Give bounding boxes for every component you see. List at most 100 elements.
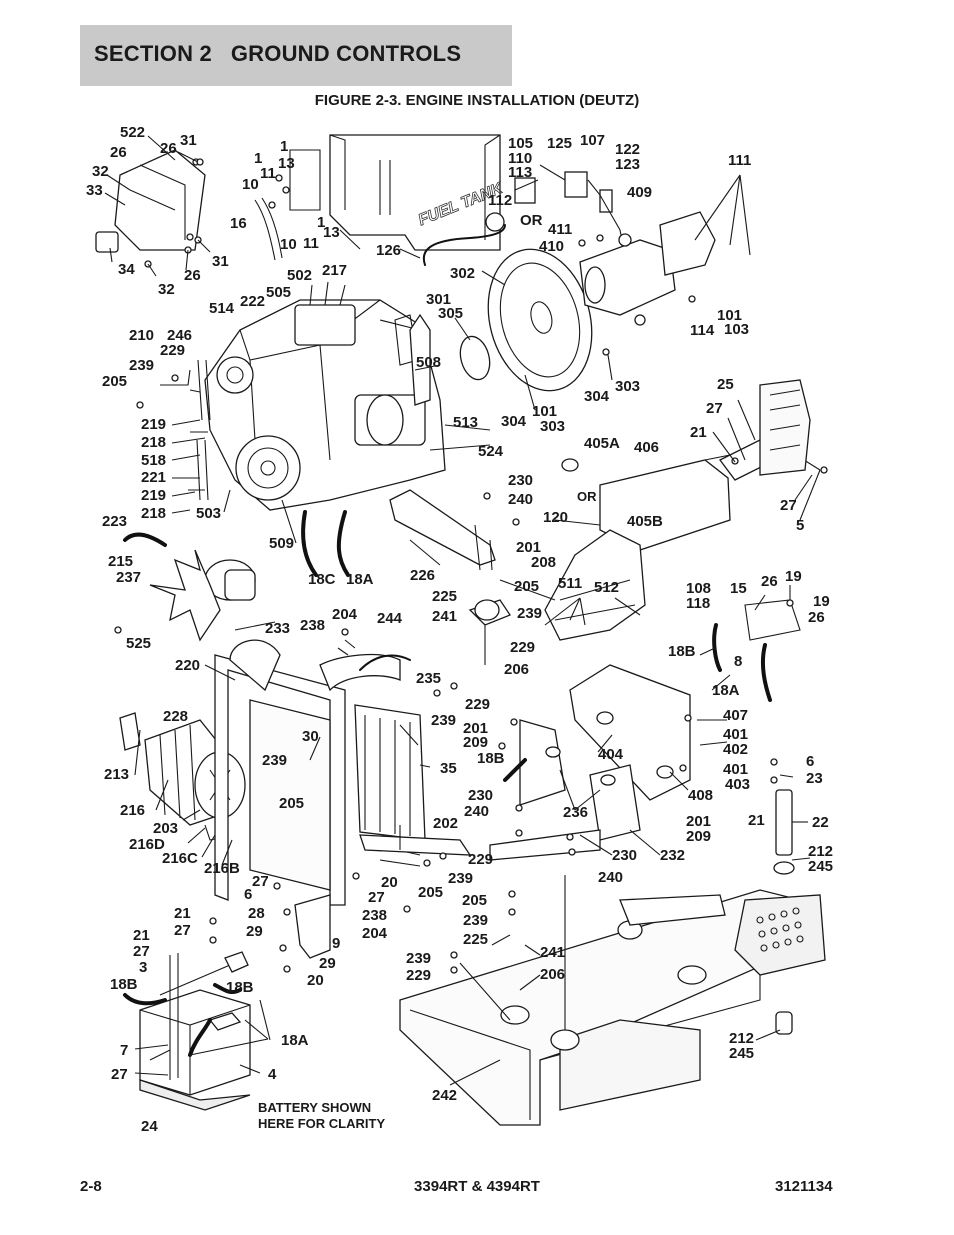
step-holes [756, 907, 804, 952]
callout: 26 [160, 140, 177, 157]
callout: 240 [508, 491, 533, 508]
callout: 35 [440, 760, 457, 777]
callout: 405B [627, 513, 663, 530]
figure-title: FIGURE 2-3. ENGINE INSTALLATION (DEUTZ) [314, 92, 640, 109]
callout: 304 [584, 388, 610, 405]
callout: 123 [615, 156, 640, 173]
callout: 518 [141, 452, 166, 469]
callout: 215 [108, 553, 133, 570]
callout: 209 [686, 828, 711, 845]
note-or-1: OR [520, 212, 543, 229]
callout: 34 [118, 261, 135, 278]
callout: 240 [464, 803, 489, 820]
callout: 229 [468, 851, 493, 868]
callout: 219 [141, 416, 166, 433]
callout: 236 [563, 804, 588, 821]
callout: 18B [668, 643, 696, 660]
callout: 23 [806, 770, 823, 787]
hydraulic-pump-drawing [579, 211, 716, 326]
callout: 3 [139, 959, 147, 976]
callout: 301 [426, 291, 451, 308]
callout: 103 [724, 321, 749, 338]
callout: 235 [416, 670, 441, 687]
callout: 403 [725, 776, 750, 793]
callout: 1 [254, 150, 262, 167]
callout: 402 [723, 741, 748, 758]
callout: 26 [184, 267, 201, 284]
callout: 27 [368, 889, 385, 906]
callout: 18B [226, 979, 254, 996]
callout: 238 [362, 907, 387, 924]
callout: 7 [120, 1042, 128, 1059]
cables [123, 510, 772, 1057]
callout: 238 [300, 617, 325, 634]
callout: 241 [432, 608, 457, 625]
control-board-drawing [95, 149, 206, 268]
callout: 503 [196, 505, 221, 522]
callout: 302 [450, 265, 475, 282]
callout: 113 [508, 164, 532, 181]
callout: 27 [780, 497, 797, 514]
model-text: 3394RT & 4394RT [414, 1178, 540, 1195]
line-art: FUEL TANK [95, 134, 828, 1126]
callout: 228 [163, 708, 188, 725]
callout: 522 [120, 124, 145, 141]
section-header-band [80, 25, 512, 86]
callout: 18B [110, 976, 138, 993]
callout: 11 [303, 235, 319, 252]
callout: 241 [540, 944, 565, 961]
callout: 122 [615, 141, 640, 158]
callout: 26 [761, 573, 778, 590]
callout: 21 [174, 905, 191, 922]
callout: 218 [141, 434, 166, 451]
callout: 305 [438, 305, 463, 322]
callout: 509 [269, 535, 294, 552]
callout: 18C [308, 571, 336, 588]
callout: 239 [517, 605, 542, 622]
callout: 401 [723, 726, 748, 743]
callout: 505 [266, 284, 291, 301]
fan-drawing [149, 549, 276, 642]
callout: 405A [584, 435, 620, 452]
callout: 4 [268, 1066, 277, 1083]
callout: 242 [432, 1087, 457, 1104]
callout: 20 [307, 972, 324, 989]
callout: 508 [416, 354, 441, 371]
callout: 303 [615, 378, 640, 395]
callout: 13 [278, 155, 295, 172]
leader-lines [104, 135, 821, 1086]
callout: 10 [242, 176, 259, 193]
callout: 21 [690, 424, 707, 441]
callout: 101 [717, 307, 742, 324]
callout: 101 [532, 403, 557, 420]
callout: 205 [418, 884, 443, 901]
callout: 220 [175, 657, 200, 674]
callout: 216B [204, 860, 240, 877]
callout: 205 [462, 892, 487, 909]
callout: 126 [376, 242, 401, 259]
callout: 512 [594, 579, 619, 596]
callout: 206 [504, 661, 529, 678]
callout: 209 [463, 734, 488, 751]
callout: 524 [478, 443, 504, 460]
callout: 203 [153, 820, 178, 837]
callout: 27 [174, 922, 191, 939]
callout: 304 [501, 413, 527, 430]
callout: 225 [432, 588, 457, 605]
callout: 244 [377, 610, 403, 627]
callout: 1 [317, 214, 325, 231]
callout: 239 [463, 912, 488, 929]
callout: 230 [468, 787, 493, 804]
callout: 404 [598, 746, 624, 763]
callout: 411 [548, 221, 572, 238]
callout: 229 [510, 639, 535, 656]
callout: 27 [133, 943, 150, 960]
callout: 511 [558, 575, 582, 592]
callout: 229 [465, 696, 490, 713]
callout: 221 [141, 469, 166, 486]
callout: 240 [598, 869, 623, 886]
callout: 21 [133, 927, 150, 944]
callout: 514 [209, 300, 235, 317]
callout: 205 [514, 578, 539, 595]
callout: 27 [706, 400, 723, 417]
